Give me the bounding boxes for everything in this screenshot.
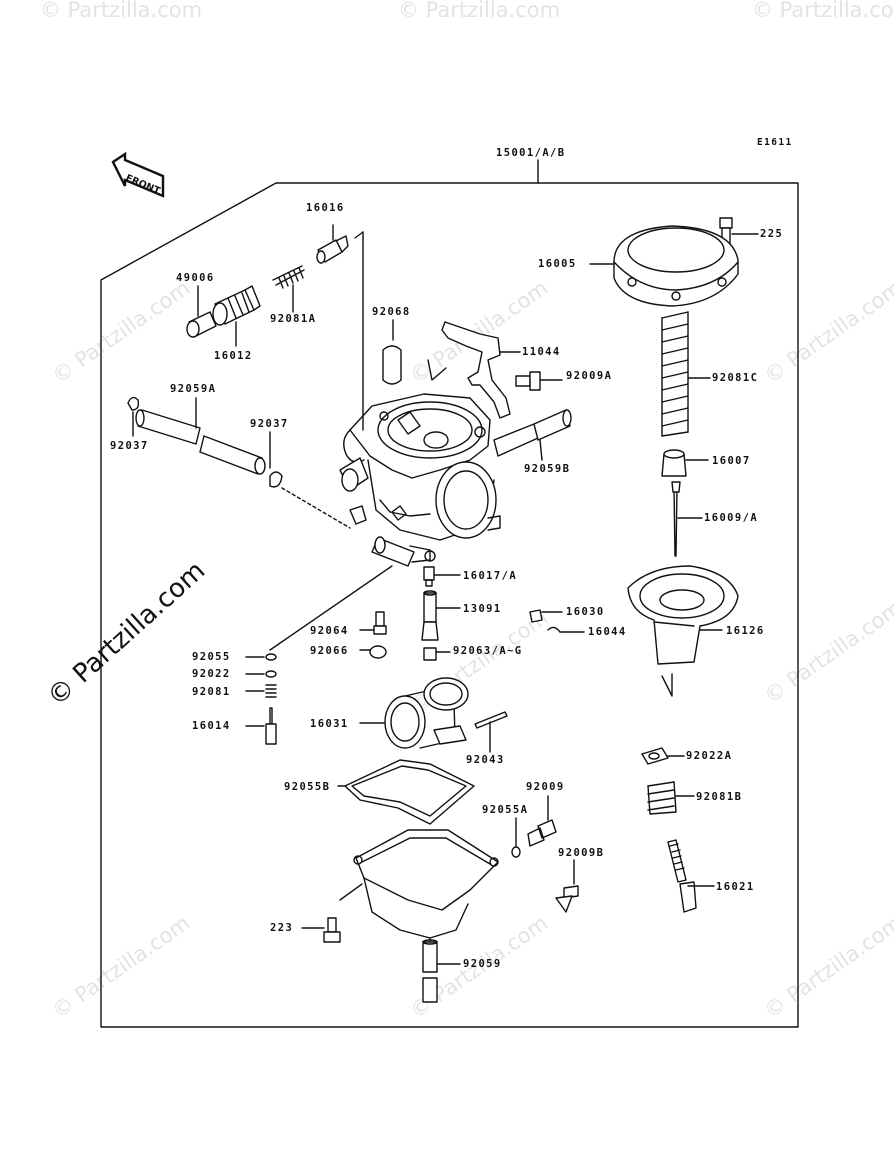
part-label-16031: 16031 bbox=[310, 718, 349, 730]
part-label-92081: 92081 bbox=[192, 686, 231, 698]
part-label-92066: 92066 bbox=[310, 645, 349, 657]
part-label-92043: 92043 bbox=[466, 754, 505, 766]
part-13091-holder bbox=[421, 590, 461, 641]
part-label-16007: 16007 bbox=[712, 455, 751, 467]
part-label-92081A: 92081A bbox=[270, 313, 317, 325]
part-92022-washer bbox=[245, 670, 277, 678]
part-label-49006: 49006 bbox=[176, 272, 215, 284]
part-92009A-screw bbox=[515, 371, 563, 391]
part-label-92009: 92009 bbox=[526, 781, 565, 793]
part-92043-pin bbox=[474, 711, 508, 753]
part-label-92009A: 92009A bbox=[566, 370, 613, 382]
part-92055B-gasket bbox=[337, 759, 475, 825]
part-label-225: 225 bbox=[760, 228, 784, 240]
part-label-16012: 16012 bbox=[214, 350, 253, 362]
watermark: © Partzilla.com bbox=[40, 0, 203, 22]
drawing-code: E1611 bbox=[757, 137, 793, 148]
part-label-92022A: 92022A bbox=[686, 750, 733, 762]
assembly-label: 15001/A/B bbox=[496, 147, 566, 159]
part-16014-pilot-screw bbox=[245, 707, 277, 745]
part-92068-cap bbox=[382, 319, 402, 385]
part-label-16005: 16005 bbox=[538, 258, 577, 270]
part-92055-o-ring bbox=[245, 653, 277, 661]
part-carburetor-body bbox=[339, 393, 501, 567]
part-92022A-washer bbox=[641, 747, 685, 765]
part-16016-plunger bbox=[316, 224, 349, 264]
part-label-16016: 16016 bbox=[306, 202, 345, 214]
part-16012-nut bbox=[212, 285, 261, 347]
part-92037-clip-right bbox=[269, 431, 283, 488]
part-label-92055B: 92055B bbox=[284, 781, 331, 793]
part-92055A-o-ring bbox=[511, 817, 521, 858]
part-label-92037-right: 92037 bbox=[250, 418, 289, 430]
part-92081C-spring bbox=[661, 311, 711, 437]
part-92059A-hose bbox=[135, 397, 266, 475]
part-16021-mixture-screw bbox=[667, 839, 715, 913]
part-92081-spring bbox=[245, 684, 277, 698]
leader bbox=[354, 231, 364, 239]
part-label-92068: 92068 bbox=[372, 306, 411, 318]
part-16005-top-cover bbox=[589, 225, 739, 307]
watermark: © Partzilla.com bbox=[752, 0, 894, 22]
part-16044-clip bbox=[547, 626, 585, 633]
leader bbox=[427, 359, 447, 381]
part-92081B-spring bbox=[647, 781, 695, 815]
part-92037-clip-left bbox=[127, 396, 140, 437]
part-label-92081C: 92081C bbox=[712, 372, 759, 384]
part-label-92055A: 92055A bbox=[482, 804, 529, 816]
part-label-13091: 13091 bbox=[463, 603, 502, 615]
part-label-16017A: 16017/A bbox=[463, 570, 518, 582]
leader bbox=[269, 565, 393, 651]
part-label-92059B: 92059B bbox=[524, 463, 571, 475]
part-label-92009B: 92009B bbox=[558, 847, 605, 859]
leader bbox=[661, 673, 673, 697]
assembly-frame bbox=[100, 182, 799, 1028]
part-92081A-spring bbox=[272, 265, 305, 313]
part-223-screw bbox=[301, 917, 341, 943]
part-label-16030: 16030 bbox=[566, 606, 605, 618]
part-16017A-needle-jet bbox=[423, 566, 461, 587]
part-label-16014: 16014 bbox=[192, 720, 231, 732]
part-float-bowl bbox=[339, 829, 499, 961]
part-92063-main-jet bbox=[423, 647, 451, 661]
part-label-16044: 16044 bbox=[588, 626, 627, 638]
part-92059B-hose bbox=[493, 409, 572, 461]
watermark: © Partzilla.com bbox=[398, 0, 561, 22]
part-16007-holder bbox=[661, 449, 709, 477]
part-label-16021: 16021 bbox=[716, 881, 755, 893]
part-label-16009A: 16009/A bbox=[704, 512, 759, 524]
part-label-92055: 92055 bbox=[192, 651, 231, 663]
part-label-16126: 16126 bbox=[726, 625, 765, 637]
front-arrow-icon: FRONT bbox=[111, 152, 165, 198]
part-label-92022: 92022 bbox=[192, 668, 231, 680]
part-label-11044: 11044 bbox=[522, 346, 561, 358]
leader-dashed bbox=[281, 487, 351, 529]
part-label-92037-left: 92037 bbox=[110, 440, 149, 452]
part-92059-hose bbox=[422, 939, 461, 1003]
part-11044-bracket bbox=[441, 321, 521, 419]
part-label-92064: 92064 bbox=[310, 625, 349, 637]
part-label-92059: 92059 bbox=[463, 958, 502, 970]
part-92064-pilot-jet bbox=[359, 611, 387, 635]
part-16030-jet bbox=[529, 609, 563, 623]
part-label-92059A: 92059A bbox=[170, 383, 217, 395]
part-16126-diaphragm-slide bbox=[627, 565, 739, 665]
part-49006-cap bbox=[186, 285, 217, 338]
part-92066-plug bbox=[359, 645, 387, 659]
part-16009A-jet-needle bbox=[671, 481, 703, 557]
part-label-92063: 92063/A~G bbox=[453, 645, 523, 657]
part-92009-drain-screw bbox=[527, 795, 557, 847]
part-16031-intake bbox=[359, 677, 469, 749]
part-label-92081B: 92081B bbox=[696, 791, 743, 803]
part-92009B-screw bbox=[555, 859, 579, 913]
part-label-223: 223 bbox=[270, 922, 294, 934]
